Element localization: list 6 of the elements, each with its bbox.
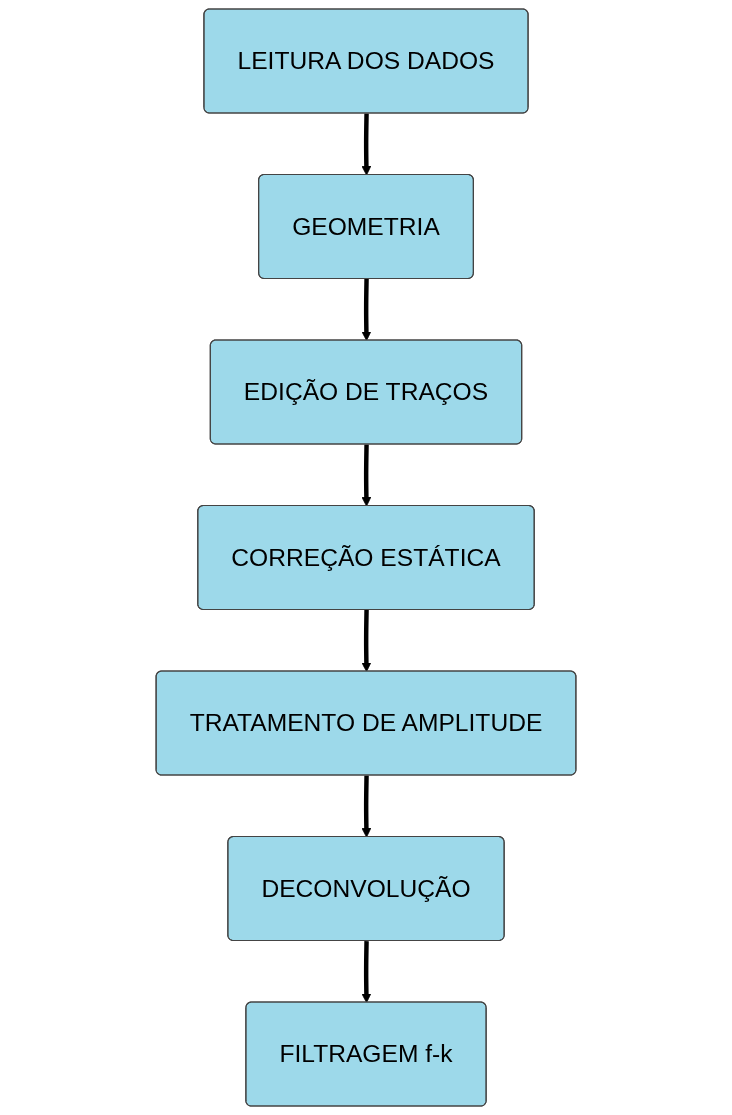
arrow — [361, 279, 372, 341]
arrow — [361, 113, 372, 176]
arrow — [361, 775, 372, 838]
arrow — [361, 444, 372, 507]
arrow — [361, 941, 372, 1004]
arrow — [361, 610, 372, 672]
